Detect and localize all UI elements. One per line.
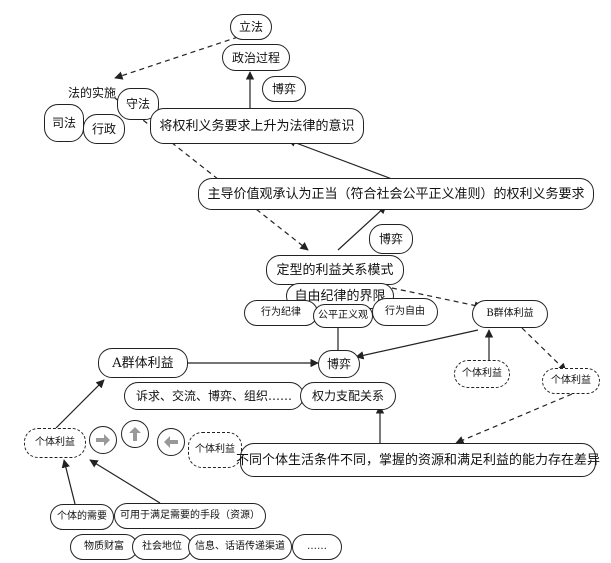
edge-groupb-to-individual: [521, 327, 567, 372]
node-material: 物质财富: [70, 534, 138, 560]
node-dominant-values: 主导价值观承认为正当（符合社会公平正义准则）的权利义务要求: [198, 178, 594, 210]
node-game-top: 博弈: [262, 76, 306, 102]
edge-obey-to-fixed-pattern: [114, 97, 309, 251]
edge-individual-to-differences: [455, 393, 573, 444]
node-justice: 司法: [44, 104, 84, 142]
node-group-a: A群体利益: [98, 348, 188, 378]
edge-legislation-to-implementation: [114, 36, 239, 80]
edge-dominant-to-rise: [287, 138, 401, 183]
node-social-status: 社会地位: [132, 534, 192, 560]
node-needs: 个体的需要: [50, 504, 114, 530]
arrow-up-icon: [121, 420, 149, 448]
node-fairness-justice: 公平正义观: [313, 304, 373, 328]
node-fixed-pattern: 定型的利益关系模式: [266, 255, 404, 285]
node-political-process: 政治过程: [222, 44, 290, 71]
node-conduct-discipline: 行为纪律: [244, 300, 318, 326]
node-conduct-freedom: 行为自由: [372, 298, 438, 326]
node-game-mid: 博弈: [369, 224, 413, 254]
label-law-implementation: 法的实施: [68, 86, 117, 100]
node-power-relation: 权力支配关系: [300, 382, 396, 410]
edge-fixed-to-dominant: [337, 205, 387, 251]
node-etc: ……: [292, 534, 342, 560]
node-group-b: B群体利益: [472, 300, 548, 328]
node-means: 可用于满足需要的手段（资源）: [114, 503, 266, 529]
node-rise-to-law: 将权利义务要求上升为法律的意识: [150, 108, 364, 144]
arrow-left-icon: [157, 428, 185, 456]
node-individual-mid: 个体利益: [188, 432, 242, 468]
node-individual-b2: 个体利益: [542, 368, 600, 394]
edge-groupb-to-game: [355, 329, 479, 360]
node-legislation: 立法: [230, 14, 272, 40]
edge-means-to-individual: [89, 459, 161, 504]
node-individual-left: 个体利益: [24, 428, 86, 458]
node-individual-b1: 个体利益: [454, 360, 510, 388]
arrow-right-icon: [89, 426, 117, 454]
node-administration: 行政: [83, 114, 125, 144]
node-differences: 不同个体生活条件不同，掌握的资源和满足利益的能力存在差异: [236, 443, 600, 477]
node-appeals: 诉求、交流、博弈、组织……: [124, 382, 304, 410]
node-game-center: 博弈: [318, 350, 360, 378]
node-info-channels: 信息、话语传递渠道: [188, 534, 292, 560]
edge-individual-left-to-groupa: [55, 379, 105, 429]
edge-needs-to-individual: [61, 459, 76, 505]
edge-freedom-to-groupb: [391, 287, 483, 310]
